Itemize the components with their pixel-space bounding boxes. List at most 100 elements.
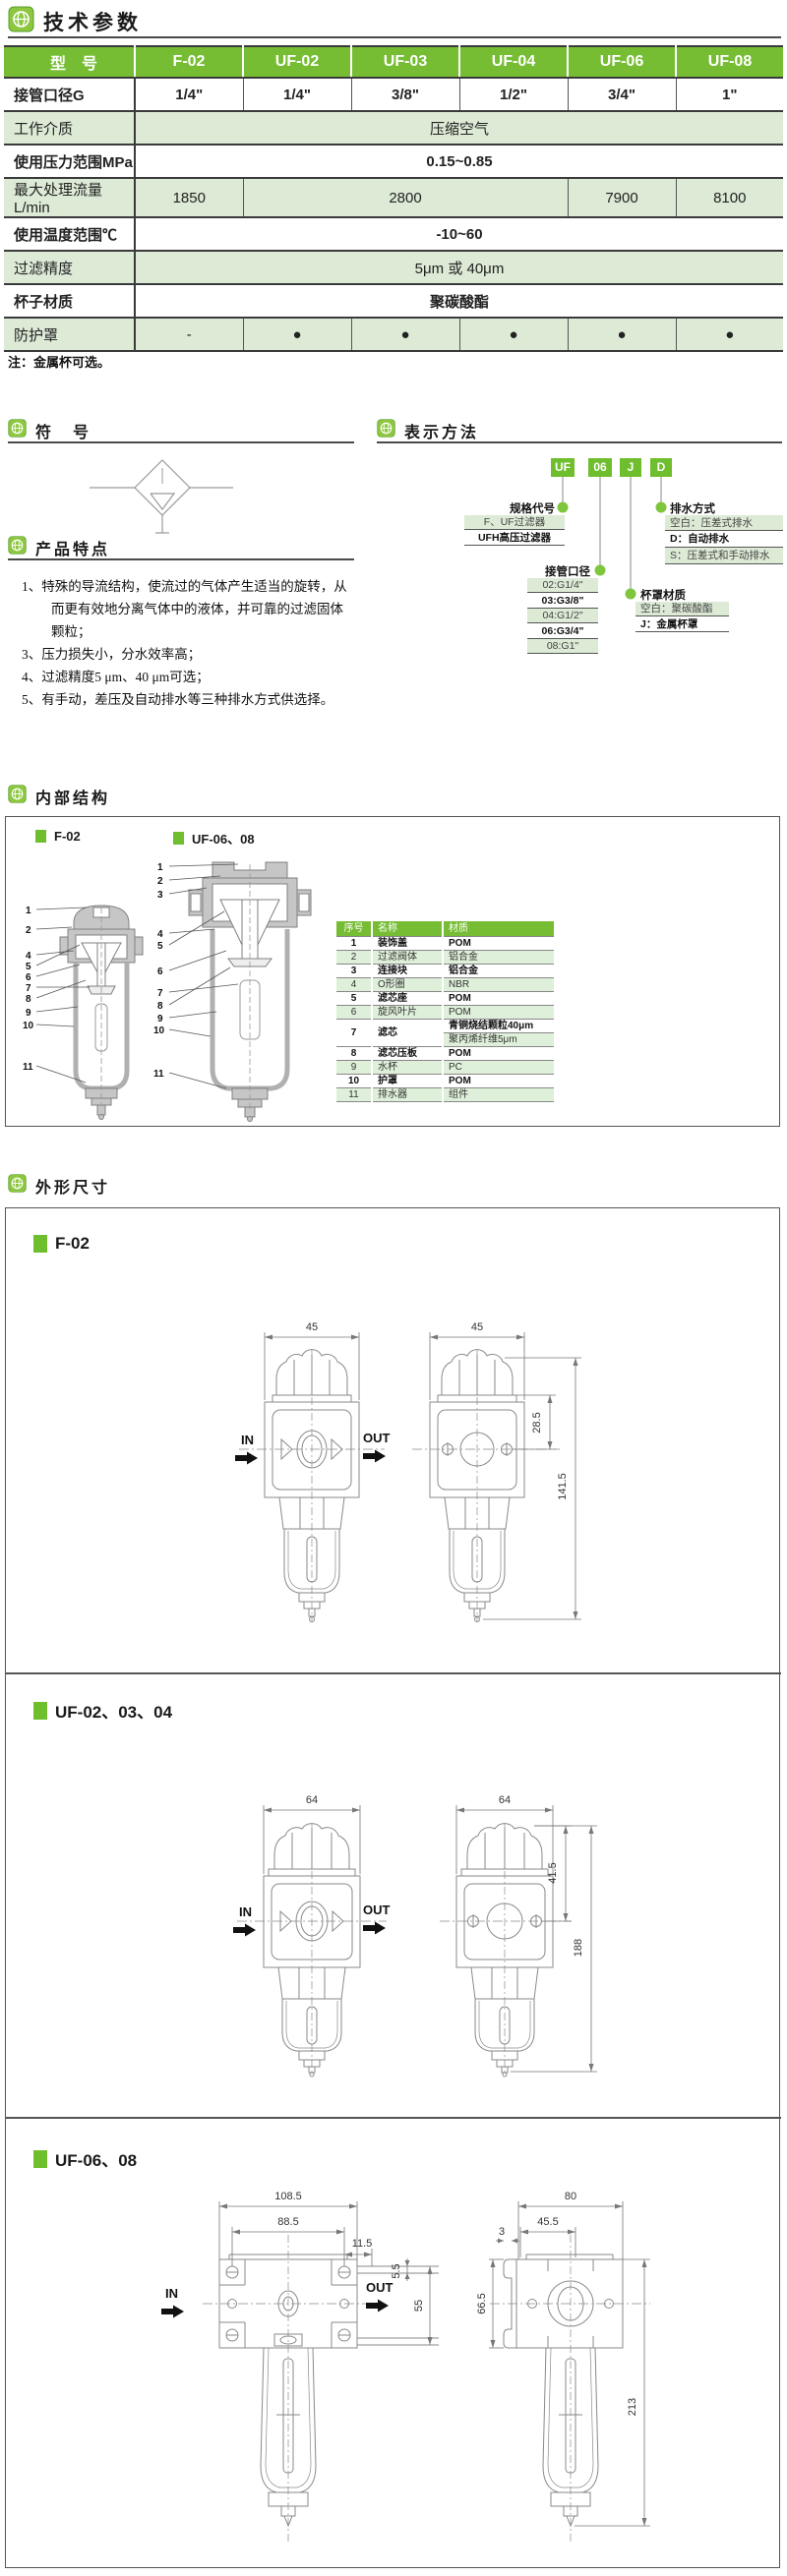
cell: 铝合金 <box>443 964 556 978</box>
svg-text:2: 2 <box>157 876 163 887</box>
svg-text:5.5: 5.5 <box>391 2263 402 2278</box>
section-header-symbol: 符 号 <box>8 419 91 442</box>
cell: 压缩空气 <box>135 111 783 146</box>
row-label: 工作介质 <box>4 111 136 146</box>
section-header-tech-params: 技术参数 <box>8 6 142 37</box>
cell: 连接块 <box>372 964 444 978</box>
svg-text:4: 4 <box>26 951 31 962</box>
col-header: UF-03 <box>351 46 460 79</box>
svg-text:45: 45 <box>471 1321 483 1333</box>
section-header-internal: 内部结构 <box>8 785 110 808</box>
svg-text:5: 5 <box>157 941 163 952</box>
section-header-features: 产品特点 <box>8 536 110 559</box>
cell: 聚碳酸酯 <box>135 284 783 319</box>
cell: -10~60 <box>135 217 783 252</box>
cell: 2 <box>336 950 373 965</box>
globe-icon <box>377 419 395 442</box>
globe-icon <box>8 1174 27 1198</box>
svg-text:10: 10 <box>153 1025 165 1036</box>
svg-text:66.5: 66.5 <box>476 2293 488 2313</box>
col-header: UF-08 <box>676 46 783 79</box>
svg-text:10: 10 <box>23 1021 34 1031</box>
green-square-icon <box>173 832 184 845</box>
svg-text:45.5: 45.5 <box>537 2216 558 2228</box>
cell: 护罩 <box>372 1074 444 1088</box>
svg-text:IN: IN <box>165 2286 178 2301</box>
svg-text:5: 5 <box>26 962 31 972</box>
code-box-size: 06 <box>588 458 612 477</box>
option: S：压差式和手动排水 <box>665 548 783 564</box>
cutaway-diagram-f02: 1 2 4 5 6 7 8 9 10 11 <box>23 905 144 1120</box>
table-note: 注：金属杯可选。 <box>8 355 111 370</box>
svg-text:55: 55 <box>413 2300 425 2312</box>
green-square-icon <box>35 830 46 843</box>
coding-title: 表示方法 <box>404 425 480 441</box>
option: 06:G3/4" <box>527 623 598 639</box>
cell: 1/2" <box>459 78 569 112</box>
cell: ● <box>351 318 460 352</box>
row-label: 过滤精度 <box>4 251 136 285</box>
col-header-model: 型 号 <box>4 46 136 79</box>
list-item: 5、有手动，差压及自动排水等三种排水方式供选择。 <box>22 691 334 707</box>
cell: 8100 <box>676 178 783 218</box>
cell: 5μm 或 40μm <box>135 251 783 285</box>
globe-icon <box>8 419 27 442</box>
group-label-drain: 排水方式 <box>670 503 715 515</box>
section-header-coding: 表示方法 <box>377 419 479 442</box>
svg-text:11.5: 11.5 <box>352 2238 373 2250</box>
title-rule <box>8 36 781 38</box>
model-label-uf0608: UF-06、08 <box>33 2146 137 2171</box>
internal-title: 内部结构 <box>35 790 111 807</box>
features-list: 1、特殊的导流结构，使流过的气体产生适当的旋转，从而更有效地分离气体中的液体，并… <box>22 576 356 712</box>
list-item: 3、压力损失小，分水效率高； <box>22 646 202 662</box>
col-header: 材质 <box>443 921 556 937</box>
option: UFH高压过滤器 <box>464 530 565 546</box>
cell: 排水器 <box>372 1087 444 1102</box>
cell: 0.15~0.85 <box>135 145 783 179</box>
row-label: 使用压力范围MPa <box>4 145 136 179</box>
cell: 5 <box>336 991 373 1006</box>
cell: 滤芯压板 <box>372 1046 444 1061</box>
row-label: 接管口径G <box>4 78 136 112</box>
parts-header-row: 序号 名称 材质 <box>336 921 556 937</box>
divider <box>6 1672 781 1674</box>
cell: 7 <box>336 1019 373 1047</box>
cell: - <box>135 318 244 352</box>
option: 08:G1" <box>527 639 598 654</box>
model-label-uf0608: UF-06、08 <box>173 829 255 848</box>
code-box-drain: D <box>650 458 672 477</box>
cell: 水杯 <box>372 1060 444 1075</box>
svg-text:28.5: 28.5 <box>531 1412 543 1433</box>
cell: 1 <box>336 936 373 951</box>
table-row-cup: 杯子材质 聚碳酸酯 <box>4 284 783 319</box>
dimensions-title: 外形尺寸 <box>35 1180 111 1197</box>
globe-icon <box>8 785 27 808</box>
svg-text:1: 1 <box>26 906 31 916</box>
cell: 8 <box>336 1046 373 1061</box>
table-row-pressure: 使用压力范围MPa 0.15~0.85 <box>4 145 783 179</box>
model-label-text: UF-06、08 <box>192 832 255 847</box>
cell: 10 <box>336 1074 373 1088</box>
cell: ● <box>568 318 677 352</box>
model-label-f02: F-02 <box>33 1234 90 1254</box>
cutaway-diagram-uf0608: 1 2 3 4 5 6 7 8 9 10 11 <box>153 861 312 1122</box>
green-square-icon <box>33 1235 47 1253</box>
svg-text:4: 4 <box>157 929 163 940</box>
svg-text:8: 8 <box>26 994 31 1005</box>
cell: 11 <box>336 1087 373 1102</box>
option: D：自动排水 <box>665 531 783 548</box>
cell: 1" <box>676 78 783 112</box>
svg-text:7: 7 <box>157 988 163 999</box>
code-box-series: UF <box>551 458 575 477</box>
group-label-series: 规格代号 <box>510 503 555 515</box>
green-square-icon <box>33 2149 47 2168</box>
divider <box>6 2117 781 2119</box>
cell: 2800 <box>243 178 569 218</box>
